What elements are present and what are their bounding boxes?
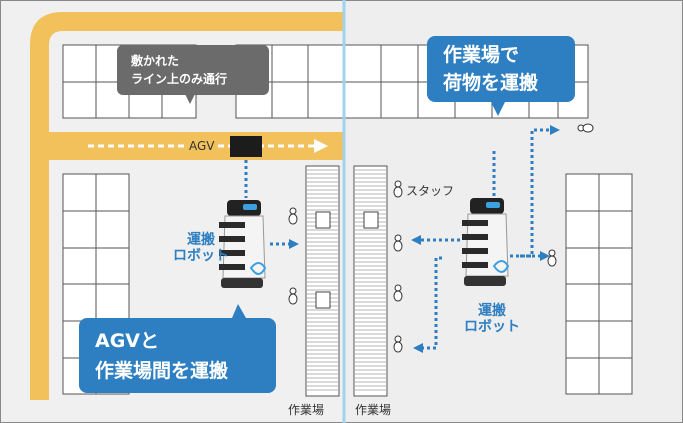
callout-line-1: AGVと	[95, 330, 160, 352]
robot-label-line-1: 運搬	[187, 232, 215, 248]
callout-pointer	[185, 94, 195, 104]
person-icon	[393, 284, 403, 302]
agv-icon	[230, 136, 262, 157]
line-only-callout: 敷かれた ライン上のみ通行	[117, 45, 269, 95]
robot-label-line-2: ロボット	[173, 248, 229, 264]
workplace-transport-callout: 作業場で 荷物を運搬	[427, 36, 575, 102]
callout-line-2: 作業場間を運搬	[95, 360, 229, 382]
staff-label: スタッフ	[406, 184, 455, 198]
person-icon	[288, 207, 298, 225]
agv-workplace-callout: AGVと 作業場間を運搬	[79, 318, 276, 393]
person-icon	[288, 287, 298, 305]
shelf-right	[565, 173, 633, 395]
robot-icon	[219, 200, 267, 288]
person-icon	[547, 249, 557, 267]
callout-line-1: 作業場で	[443, 44, 520, 66]
person-icon	[393, 234, 403, 252]
workbench-right	[353, 165, 388, 397]
callout-pointer	[232, 304, 246, 318]
agv-label: AGV	[187, 139, 217, 153]
workplace-label-right: 作業場	[355, 403, 392, 417]
callout-line-1: 敷かれた	[131, 54, 180, 68]
workbench-left	[305, 165, 340, 397]
callout-line-2: ライン上のみ通行	[131, 72, 228, 86]
person-icon	[577, 123, 594, 133]
robot-label-right: 運搬 ロボット	[464, 303, 520, 335]
person-icon	[393, 180, 403, 198]
staff-icons	[288, 123, 594, 353]
callout-pointer	[490, 100, 506, 116]
callout-line-2: 荷物を運搬	[443, 72, 539, 94]
person-icon	[393, 335, 403, 353]
workplace-label-left: 作業場	[288, 403, 325, 417]
robot-routes	[244, 125, 560, 353]
robot-label-line-2: ロボット	[464, 319, 520, 335]
robot-label-left: 運搬 ロボット	[173, 232, 229, 264]
robot-icon	[462, 198, 510, 286]
robot-label-line-1: 運搬	[478, 303, 506, 319]
